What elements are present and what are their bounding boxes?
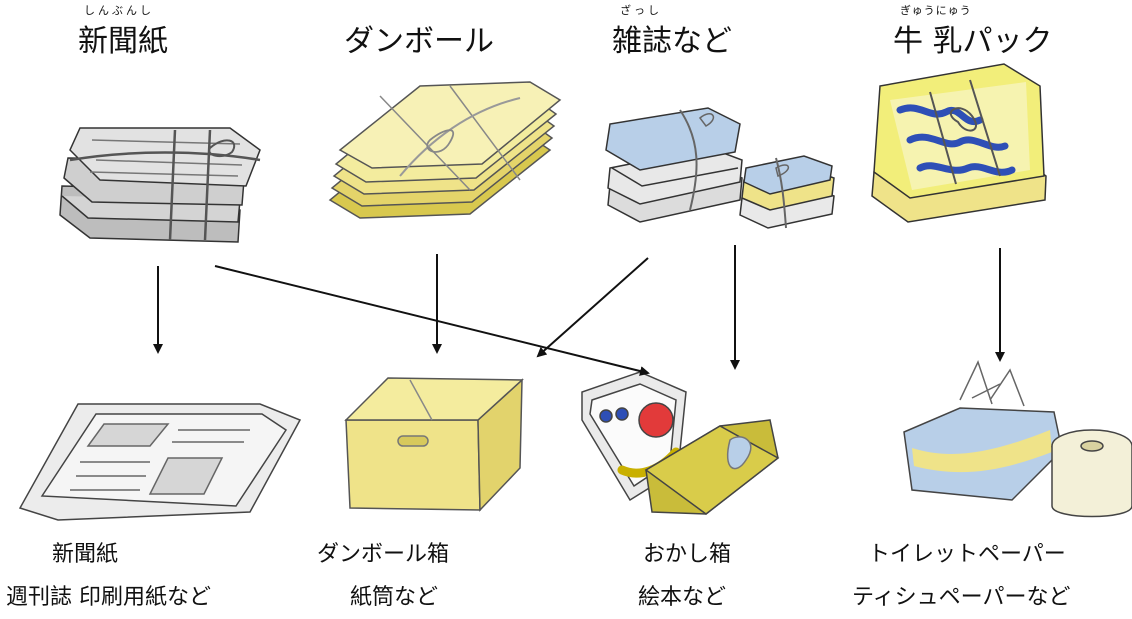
product-label-tissue-line1: トイレットペーパー xyxy=(868,542,1066,567)
source-title-magazines: 雑誌など xyxy=(612,24,732,59)
product-label-newspaper-line1: 新聞紙 xyxy=(52,542,119,567)
source-title-newspaper: 新聞紙 xyxy=(78,24,168,59)
product-label-cardboard-line1: ダンボール箱 xyxy=(317,542,450,567)
milk-ruby: ぎゅうにゅう xyxy=(900,4,972,17)
product-label-cardboard-line2: 紙筒など xyxy=(350,585,439,610)
magazine-ruby: ざっし xyxy=(620,4,662,17)
newspaper-ruby: しんぶんし xyxy=(84,4,154,17)
magazine-stack-illustration xyxy=(605,107,835,229)
newspaper-bundle-illustration xyxy=(59,127,261,243)
source-title-milk-pack: 牛 乳パック xyxy=(893,24,1053,59)
tissue-toiletpaper-illustration xyxy=(903,359,1132,518)
flow-arrows xyxy=(153,245,1005,376)
milk-pack-bundle-illustration xyxy=(871,63,1047,223)
product-label-newspaper-line2: 週刊誌 印刷用紙など xyxy=(6,585,211,610)
newspaper-product-illustration xyxy=(18,403,302,521)
candy-box-picturebook-illustration xyxy=(581,371,780,515)
product-label-tissue-line2: ティシュペーパーなど xyxy=(852,585,1071,610)
arrow-magazine-to-box xyxy=(536,257,649,358)
source-title-cardboard: ダンボール xyxy=(344,24,494,59)
arrow-newspaper-to-candy-box xyxy=(214,265,650,376)
cardboard-box-illustration xyxy=(344,377,524,512)
product-label-candy-line2: 絵本など xyxy=(638,585,727,610)
cardboard-bundle-illustration xyxy=(328,81,562,219)
product-label-candy-line1: おかし箱 xyxy=(643,542,732,567)
